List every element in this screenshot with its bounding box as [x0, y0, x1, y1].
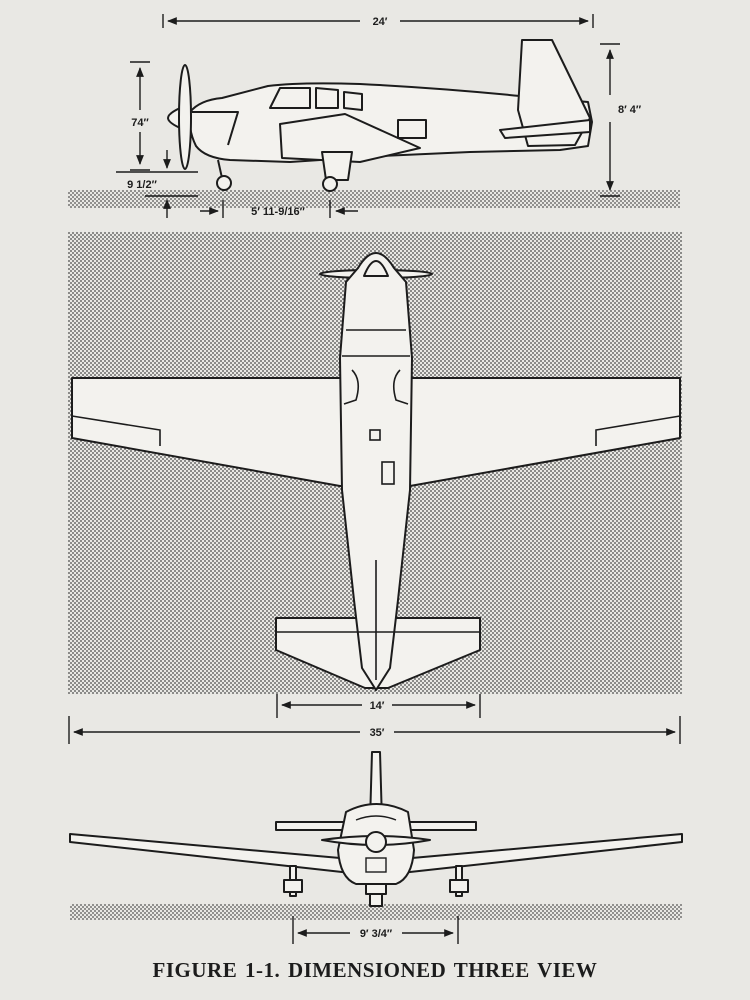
dim-overall-length: 24′	[373, 16, 388, 28]
ground-strip	[68, 190, 680, 208]
top-airframe	[71, 252, 681, 691]
side-gear-door	[321, 151, 353, 181]
side-main-wheel	[322, 176, 338, 192]
top-view: 14′ 35′	[68, 232, 682, 744]
top-spinner	[363, 260, 389, 277]
side-dimensions	[116, 14, 620, 218]
dim-wheel-base: 5′ 11-9/16″	[251, 206, 306, 218]
side-window-1	[269, 87, 311, 109]
side-horizontal-stabilizer	[499, 119, 591, 139]
side-wing	[279, 113, 421, 163]
top-fuselage	[339, 252, 413, 691]
side-vertical-tail	[517, 39, 591, 147]
front-ground-strip	[70, 904, 682, 920]
front-spinner	[365, 831, 387, 853]
dim-prop-clearance: 9 1/2″	[127, 179, 157, 191]
side-rear-window	[397, 119, 427, 139]
side-fuselage	[167, 39, 593, 192]
side-view: 24′ 8′ 4″ 74″ 9 1/2″ 5′ 11-9/16″	[68, 14, 680, 218]
dim-wheel-track: 9′ 3/4″	[360, 928, 393, 940]
dim-wing-span: 35′	[370, 727, 385, 739]
front-airframe	[69, 751, 683, 907]
dim-stabilizer-span: 14′	[370, 700, 385, 712]
side-propeller	[178, 64, 192, 170]
side-window-2	[315, 87, 339, 109]
side-nose-wheel	[216, 175, 232, 191]
side-window-3	[343, 91, 363, 111]
front-view: 9′ 3/4″	[69, 751, 683, 944]
dim-prop-height: 74″	[131, 117, 149, 129]
dim-overall-height: 8′ 4″	[618, 104, 642, 116]
figure-caption: FIGURE 1-1. DIMENSIONED THREE VIEW	[152, 958, 598, 982]
